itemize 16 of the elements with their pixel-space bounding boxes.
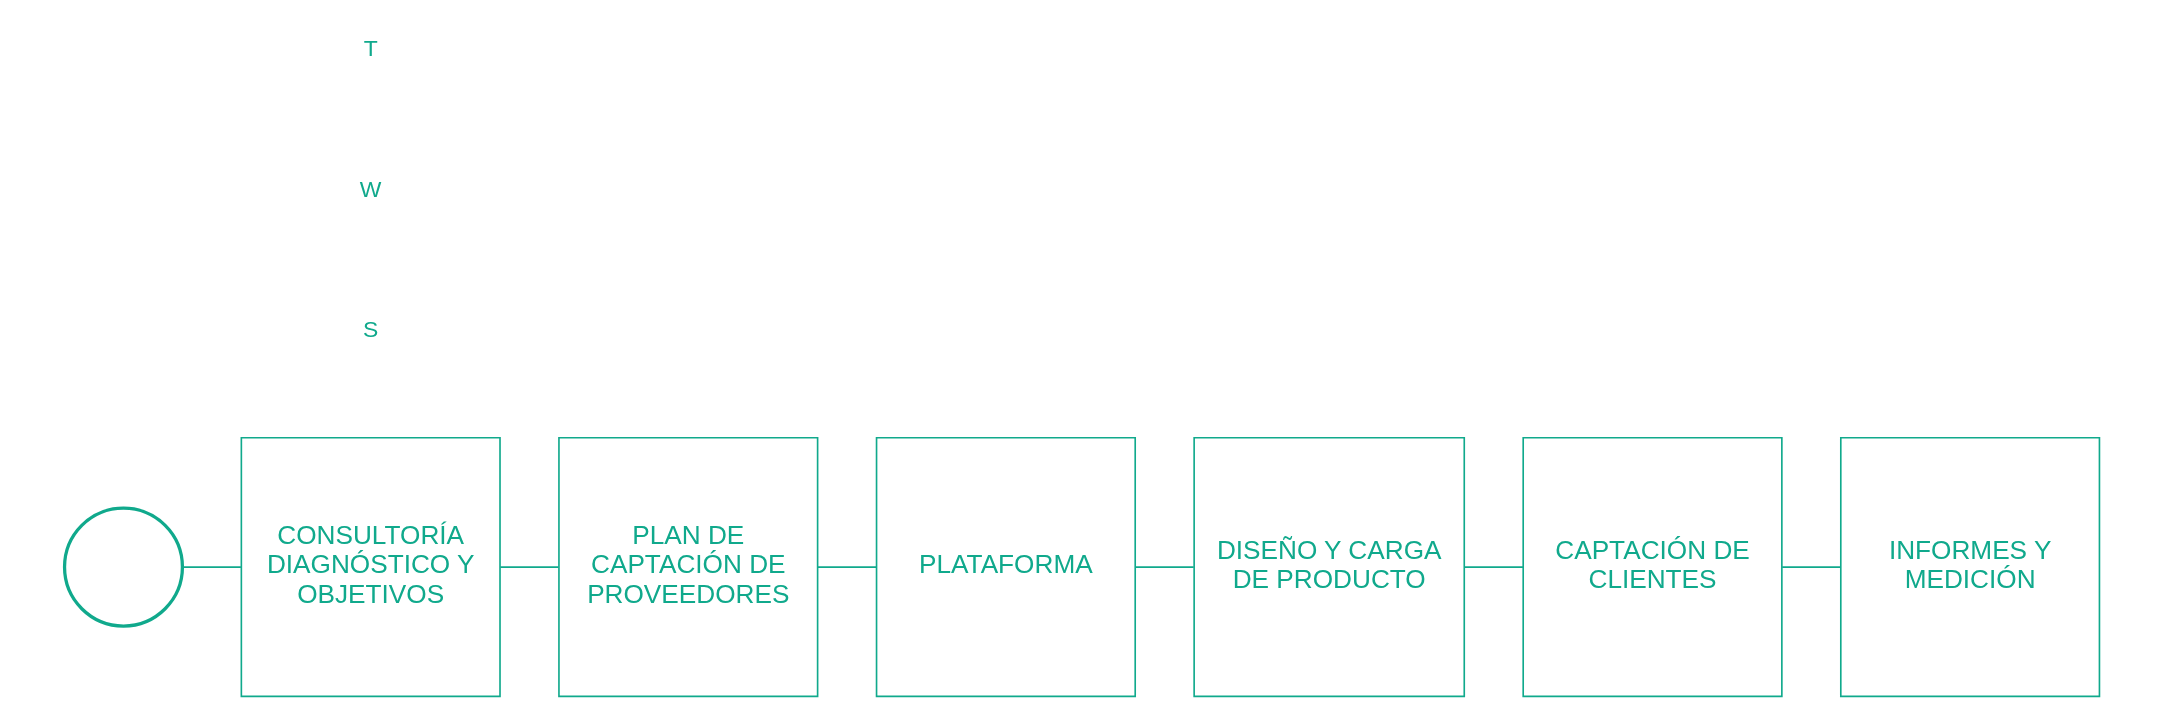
node-box: PLATAFORMA (875, 436, 1136, 698)
label: S (362, 316, 378, 343)
connector (816, 566, 877, 568)
connector (1780, 566, 1841, 568)
node-box: DISEÑO Y CARGA DE PRODUCTO (1192, 436, 1465, 698)
node-box: CAPTACIÓN DE CLIENTES (1521, 436, 1783, 698)
node-box: INFORMES Y MEDICIÓN (1839, 436, 2100, 698)
label: W (359, 175, 381, 202)
connector (499, 566, 559, 568)
connector (1463, 566, 1524, 568)
label: T (363, 34, 378, 61)
connector (181, 566, 242, 568)
connector (1134, 566, 1195, 568)
node-person (62, 506, 184, 628)
node-box: CONSULTORÍA DIAGNÓSTICO Y OBJETIVOS (240, 436, 501, 698)
node-box: PLAN DE CAPTACIÓN DE PROVEEDORES (557, 436, 818, 698)
